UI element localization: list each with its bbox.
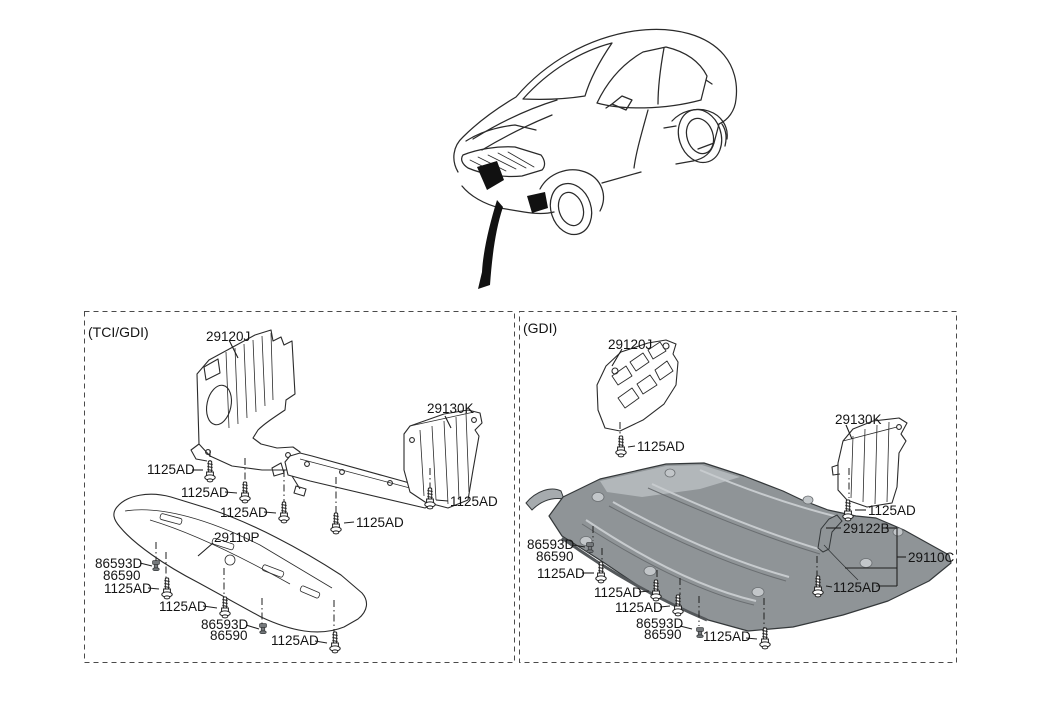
clip-label-86590: 86590 <box>103 568 141 583</box>
bolt-label-1125ad: 1125AD <box>181 485 229 500</box>
part-label-29130k-tci: 29130K <box>427 401 474 416</box>
bolt-label-1125ad: 1125AD <box>703 629 751 644</box>
clip-label-86590: 86590 <box>644 627 682 642</box>
bolt-label-1125ad: 1125AD <box>220 505 268 520</box>
screw-label-86593d: 86593D <box>636 616 684 631</box>
bolt-label-1125ad: 1125AD <box>271 633 319 648</box>
bolt-label-1125ad: 1125AD <box>615 600 663 615</box>
part-29122b-bracket <box>817 514 859 581</box>
screw-label-86593d: 86593D <box>201 617 249 632</box>
part-label-29120j-gdi: 29120J <box>608 337 653 352</box>
part-29120j-tci <box>190 329 302 471</box>
variant-label-tci-gdi: (TCI/GDI) <box>88 324 149 340</box>
bolt-label-1125ad: 1125AD <box>537 566 585 581</box>
variant-label-gdi: (GDI) <box>523 320 558 336</box>
screw-label-86593d: 86593D <box>95 556 143 571</box>
clip-label-86590: 86590 <box>210 628 248 643</box>
bolt-label-1125ad: 1125AD <box>104 581 152 596</box>
part-29130k-gdi <box>831 417 908 508</box>
part-29110c-gdi <box>525 462 952 632</box>
part-29110p-tci <box>113 493 367 633</box>
bolt-label-1125ad: 1125AD <box>356 515 404 530</box>
highlighted-cover-location <box>477 161 504 190</box>
bolt-label-1125ad: 1125AD <box>868 503 916 518</box>
bolt-label-1125ad: 1125AD <box>450 494 498 509</box>
bolt-label-1125ad: 1125AD <box>833 580 881 595</box>
part-label-29110p-tci: 29110P <box>214 530 260 545</box>
screw-label-86593d: 86593D <box>527 537 575 552</box>
variant-box-gdi <box>519 311 957 663</box>
part-29130k-tci <box>403 409 483 509</box>
part-29120j-gdi <box>596 339 679 432</box>
part-label-29130k-gdi: 29130K <box>835 412 882 427</box>
highlighted-cover-location-2 <box>527 192 548 213</box>
bolt-label-1125ad: 1125AD <box>147 462 195 477</box>
location-arrow <box>478 200 503 289</box>
part-label-29122b: 29122B <box>843 521 890 536</box>
bolt-label-1125ad: 1125AD <box>594 585 642 600</box>
part-label-29120j-tci: 29120J <box>206 329 251 344</box>
bolt-label-1125ad: 1125AD <box>637 439 685 454</box>
bolt-label-1125ad: 1125AD <box>159 599 207 614</box>
clip-label-86590: 86590 <box>536 549 574 564</box>
part-label-29110c: 29110C <box>908 550 955 565</box>
variant-box-tci-gdi <box>84 311 515 663</box>
left-panel-leaders <box>139 339 452 644</box>
right-panel-leaders <box>572 348 906 640</box>
